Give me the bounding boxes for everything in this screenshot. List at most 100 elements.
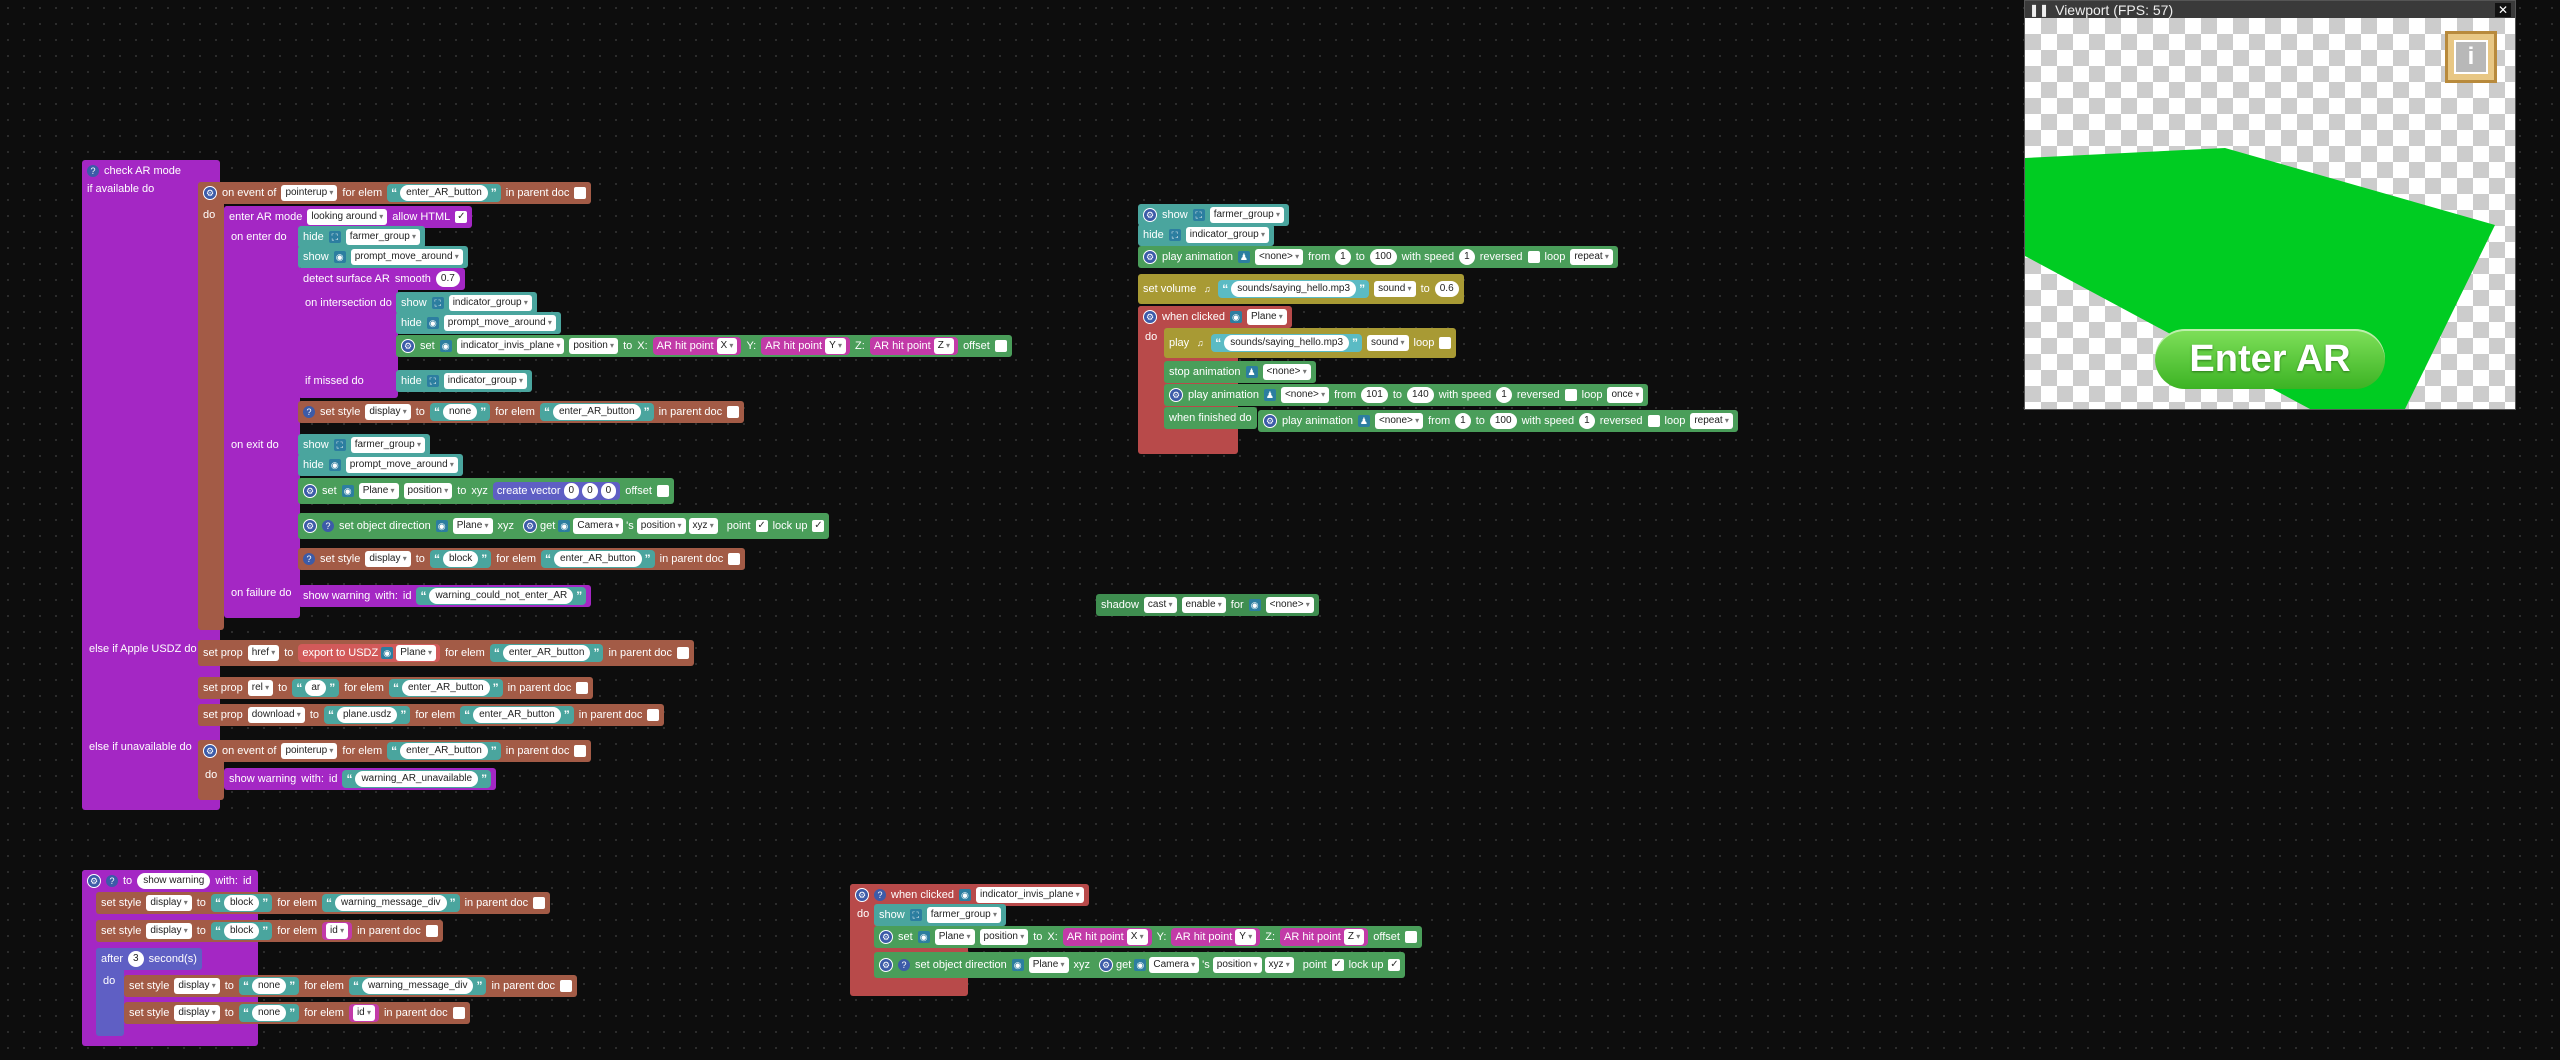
variable-dropdown[interactable]: id (352, 1005, 375, 1021)
value-string[interactable]: “none” (238, 977, 300, 995)
object-dropdown[interactable]: <none> (1265, 597, 1314, 613)
prop-dropdown[interactable]: download (247, 707, 305, 723)
sound-file[interactable]: sounds/saying_hello.mp3 (1231, 281, 1357, 297)
loop-dropdown[interactable]: once (1607, 387, 1644, 403)
elem-string[interactable]: “enter_AR_button” (460, 706, 574, 724)
reversed-checkbox[interactable] (1527, 251, 1540, 263)
value-text[interactable]: ar (305, 680, 327, 696)
style-prop-dropdown[interactable]: display (174, 978, 220, 994)
value-string[interactable]: “none” (238, 1004, 300, 1022)
object-dropdown[interactable]: <none> (1280, 387, 1330, 403)
parent-doc-checkbox[interactable] (425, 925, 438, 937)
viewport-window[interactable]: ❚❚ Viewport (FPS: 57) ✕ i Enter AR (2024, 0, 2516, 410)
export-usdz[interactable]: export to USDZ◉Plane (298, 644, 441, 662)
elem-string[interactable]: “enter_AR_button” (489, 644, 604, 662)
stop-animation[interactable]: stop animation ♟ <none> (1164, 361, 1316, 383)
style-prop-dropdown[interactable]: display (365, 404, 411, 420)
vector-y[interactable]: 0 (582, 483, 598, 499)
offset-checkbox[interactable] (1404, 931, 1417, 943)
vector-z[interactable]: 0 (600, 483, 617, 499)
camera-dropdown[interactable]: Camera (1149, 957, 1200, 973)
parent-doc-checkbox[interactable] (647, 709, 660, 721)
object-dropdown[interactable]: farmer_group (1209, 207, 1284, 223)
warning-string[interactable]: “warning_could_not_enter_AR” (416, 587, 587, 605)
style-prop-dropdown[interactable]: display (146, 923, 192, 939)
speed-value[interactable]: 1 (1459, 249, 1475, 265)
fn-set-style-4[interactable]: set style display to “none” for elem id … (124, 1002, 470, 1024)
style-prop-dropdown[interactable]: display (146, 895, 192, 911)
elem-string[interactable]: “enter_AR_button” (387, 742, 501, 760)
parent-doc-checkbox[interactable] (560, 980, 573, 992)
enter-ar-body[interactable] (224, 206, 300, 618)
volume-value[interactable]: 0.6 (1434, 281, 1459, 297)
speed-value[interactable]: 1 (1579, 413, 1595, 429)
parent-doc-checkbox[interactable] (533, 897, 546, 909)
help-icon[interactable]: ? (898, 959, 910, 971)
value-string[interactable]: “ar” (292, 679, 340, 697)
prop-dropdown[interactable]: rel (247, 680, 274, 696)
id-variable[interactable]: id (348, 1004, 379, 1022)
offset-checkbox[interactable] (656, 485, 669, 497)
pointerup-event-2[interactable]: ⚙ on event of pointerup for elem “enter_… (198, 740, 592, 762)
hide-prompt[interactable]: hide ◉ prompt_move_around (396, 312, 561, 334)
value-text[interactable]: none (251, 1005, 287, 1021)
elem-name[interactable]: enter_AR_button (473, 707, 561, 723)
help-icon[interactable]: ? (87, 165, 99, 177)
object-dropdown[interactable]: indicator_group (443, 373, 527, 389)
show-warning-unavailable[interactable]: show warning with: id “warning_AR_unavai… (224, 768, 497, 790)
smooth-value[interactable]: 0.7 (435, 271, 460, 287)
viewport-titlebar[interactable]: ❚❚ Viewport (FPS: 57) ✕ (2025, 1, 2515, 18)
object-dropdown[interactable]: <none> (1262, 364, 1311, 380)
seconds-value[interactable]: 3 (128, 951, 144, 967)
show-warning-failure[interactable]: show warning with: id “warning_could_not… (298, 585, 592, 607)
elem-string[interactable]: “enter_AR_button” (388, 679, 503, 697)
object-dropdown[interactable]: prompt_move_around (350, 249, 463, 265)
object-dropdown[interactable]: Plane (1246, 309, 1287, 325)
show-prompt[interactable]: show ◉ prompt_move_around (298, 246, 468, 268)
parent-doc-checkbox[interactable] (576, 682, 589, 694)
fn-set-style-1[interactable]: set style display to “block” for elem “w… (96, 892, 551, 914)
gear-icon[interactable]: ⚙ (855, 888, 869, 902)
set-object-direction[interactable]: ⚙ ? set object direction ◉ Plane xyz ⚙ g… (298, 513, 830, 539)
warning-id[interactable]: warning_AR_unavailable (355, 771, 479, 787)
elem-string[interactable]: “warning_message_div” (348, 977, 487, 995)
property-dropdown[interactable]: position (636, 518, 686, 534)
warning-id[interactable]: warning_could_not_enter_AR (429, 588, 574, 604)
object-dropdown[interactable]: Plane (396, 645, 437, 661)
object-dropdown[interactable]: Plane (934, 929, 975, 945)
property-dropdown[interactable]: position (403, 483, 453, 499)
object-dropdown[interactable]: indicator_invis_plane (975, 887, 1084, 903)
hide-indicator[interactable]: hide ⛶ indicator_group (396, 370, 532, 392)
sound-kind-dropdown[interactable]: sound (1374, 281, 1416, 297)
detect-surface[interactable]: detect surface AR smooth 0.7 (298, 268, 465, 290)
show-farmer-group[interactable]: ⚙ show ⛶ farmer_group (1138, 204, 1289, 226)
object-dropdown[interactable]: <none> (1254, 249, 1304, 265)
function-name[interactable]: show warning (137, 873, 211, 889)
play-animation-3[interactable]: ⚙ play animation ♟ <none> from 1 to 100 … (1258, 410, 1738, 432)
set-prop-download[interactable]: set prop download to “plane.usdz” for el… (198, 704, 665, 726)
gear-icon[interactable]: ⚙ (1143, 250, 1157, 264)
sound-kind-dropdown[interactable]: sound (1367, 335, 1409, 351)
value-text[interactable]: none (442, 404, 478, 420)
object-dropdown[interactable]: farmer_group (350, 437, 425, 453)
gear-icon[interactable]: ⚙ (1143, 310, 1157, 324)
elem-string[interactable]: “warning_message_div” (322, 894, 460, 912)
axes-dropdown[interactable]: xyz (1264, 957, 1294, 973)
object-dropdown[interactable]: prompt_move_around (443, 315, 556, 331)
to-value[interactable]: 140 (1407, 387, 1434, 403)
parent-doc-checkbox[interactable] (574, 745, 587, 757)
info-icon[interactable]: i (2445, 31, 2497, 83)
id-variable[interactable]: id (322, 922, 353, 940)
sound-string[interactable]: “sounds/saying_hello.mp3” (1211, 334, 1363, 352)
from-value[interactable]: 101 (1361, 387, 1388, 403)
loop-dropdown[interactable]: repeat (1570, 249, 1613, 265)
when-clicked-indicator[interactable]: ⚙ ? when clicked ◉ indicator_invis_plane (850, 884, 1089, 906)
object-dropdown[interactable]: Plane (1028, 957, 1069, 973)
gear-icon[interactable]: ⚙ (1143, 208, 1157, 222)
hide-prompt-exit[interactable]: hide ◉ prompt_move_around (298, 454, 463, 476)
enter-ar-button[interactable]: Enter AR (2155, 329, 2385, 389)
